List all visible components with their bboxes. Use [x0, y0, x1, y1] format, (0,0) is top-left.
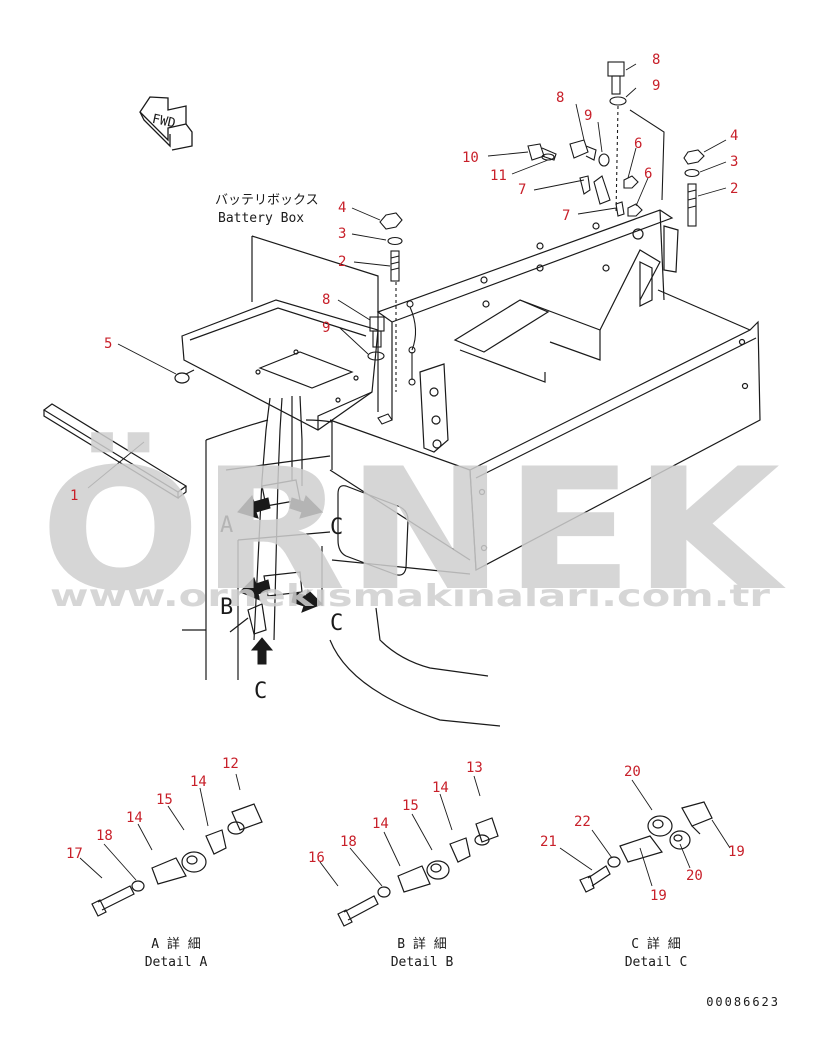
mounting-bolts-left: [367, 212, 417, 425]
callout-17: 17: [66, 846, 83, 862]
callout-6: 6: [634, 136, 642, 152]
callout-9: 9: [584, 108, 592, 124]
callout-20: 20: [686, 868, 703, 884]
callout-8: 8: [652, 52, 660, 68]
rubber-strip-part: [42, 403, 188, 500]
view-marker-c-lower: C: [254, 679, 267, 704]
fwd-direction-marker: FWD: [139, 96, 193, 151]
detail-b-title-jp: B 詳 細: [397, 936, 446, 952]
callout-20: 20: [624, 764, 641, 780]
callout-6: 6: [644, 166, 652, 182]
callout-4: 4: [338, 200, 346, 216]
detail-a-title-jp: A 詳 細: [151, 936, 200, 952]
callout-3: 3: [338, 226, 346, 242]
callout-11: 11: [490, 168, 507, 184]
detail-c-title-en: Detail C: [625, 955, 688, 970]
callout-4: 4: [730, 128, 738, 144]
callout-14: 14: [190, 774, 207, 790]
cap-plug-part: [174, 369, 195, 384]
callout-19: 19: [728, 844, 745, 860]
callout-5: 5: [104, 336, 112, 352]
callout-13: 13: [466, 760, 483, 776]
callout-9: 9: [322, 320, 330, 336]
mounting-bolts-right: [527, 61, 705, 227]
detail-a-title-en: Detail A: [145, 955, 208, 970]
fwd-label: FWD: [151, 112, 177, 132]
view-marker-b: B: [220, 595, 233, 620]
callout-8: 8: [322, 292, 330, 308]
callout-15: 15: [402, 798, 419, 814]
callout-2: 2: [338, 254, 346, 270]
watermark: ÖRNEK www.ornekismakinalari.com.tr: [40, 432, 787, 628]
callout-15: 15: [156, 792, 173, 808]
callout-7: 7: [518, 182, 526, 198]
detail-titles: A 詳 細 Detail A B 詳 細 Detail B C 詳 細 Deta…: [145, 936, 688, 970]
callout-14: 14: [126, 810, 143, 826]
detail-b-parts: [337, 817, 499, 927]
callout-14: 14: [432, 780, 449, 796]
watermark-brand: ÖRNEK: [40, 432, 787, 628]
leader-lines: [79, 63, 731, 887]
callout-8: 8: [556, 90, 564, 106]
callout-18: 18: [340, 834, 357, 850]
frame-assembly: [329, 209, 761, 576]
assembly-title-jp: バッテリボックス: [215, 193, 319, 208]
callout-10: 10: [462, 150, 479, 166]
detail-a-parts: [91, 803, 263, 917]
callout-9: 9: [652, 78, 660, 94]
assembly-title-en: Battery Box: [218, 211, 304, 226]
view-marker-a: A: [220, 513, 233, 538]
callout-16: 16: [308, 850, 325, 866]
detail-c-title-jp: C 詳 細: [631, 936, 680, 952]
detail-b-title-en: Detail B: [391, 955, 454, 970]
callout-14: 14: [372, 816, 389, 832]
battery-box: [181, 235, 379, 431]
callouts: 8 9 8 9 6 6 10 11 7 7 4 3 2 4 3 2 8 9 5 …: [66, 52, 745, 904]
callout-21: 21: [540, 834, 557, 850]
view-marker-c-mid: C: [330, 611, 343, 636]
callout-19: 19: [650, 888, 667, 904]
callout-1: 1: [70, 488, 78, 504]
view-arrows: [237, 495, 323, 665]
view-marker-c-upper: C: [330, 515, 343, 540]
detail-c-parts: [579, 801, 713, 893]
callout-3: 3: [730, 154, 738, 170]
callout-7: 7: [562, 208, 570, 224]
watermark-url: www.ornekismakinalari.com.tr: [50, 579, 770, 614]
callout-18: 18: [96, 828, 113, 844]
drawing-number: 00086623: [706, 995, 780, 1009]
callout-2: 2: [730, 181, 738, 197]
callout-22: 22: [574, 814, 591, 830]
callout-12: 12: [222, 756, 239, 772]
